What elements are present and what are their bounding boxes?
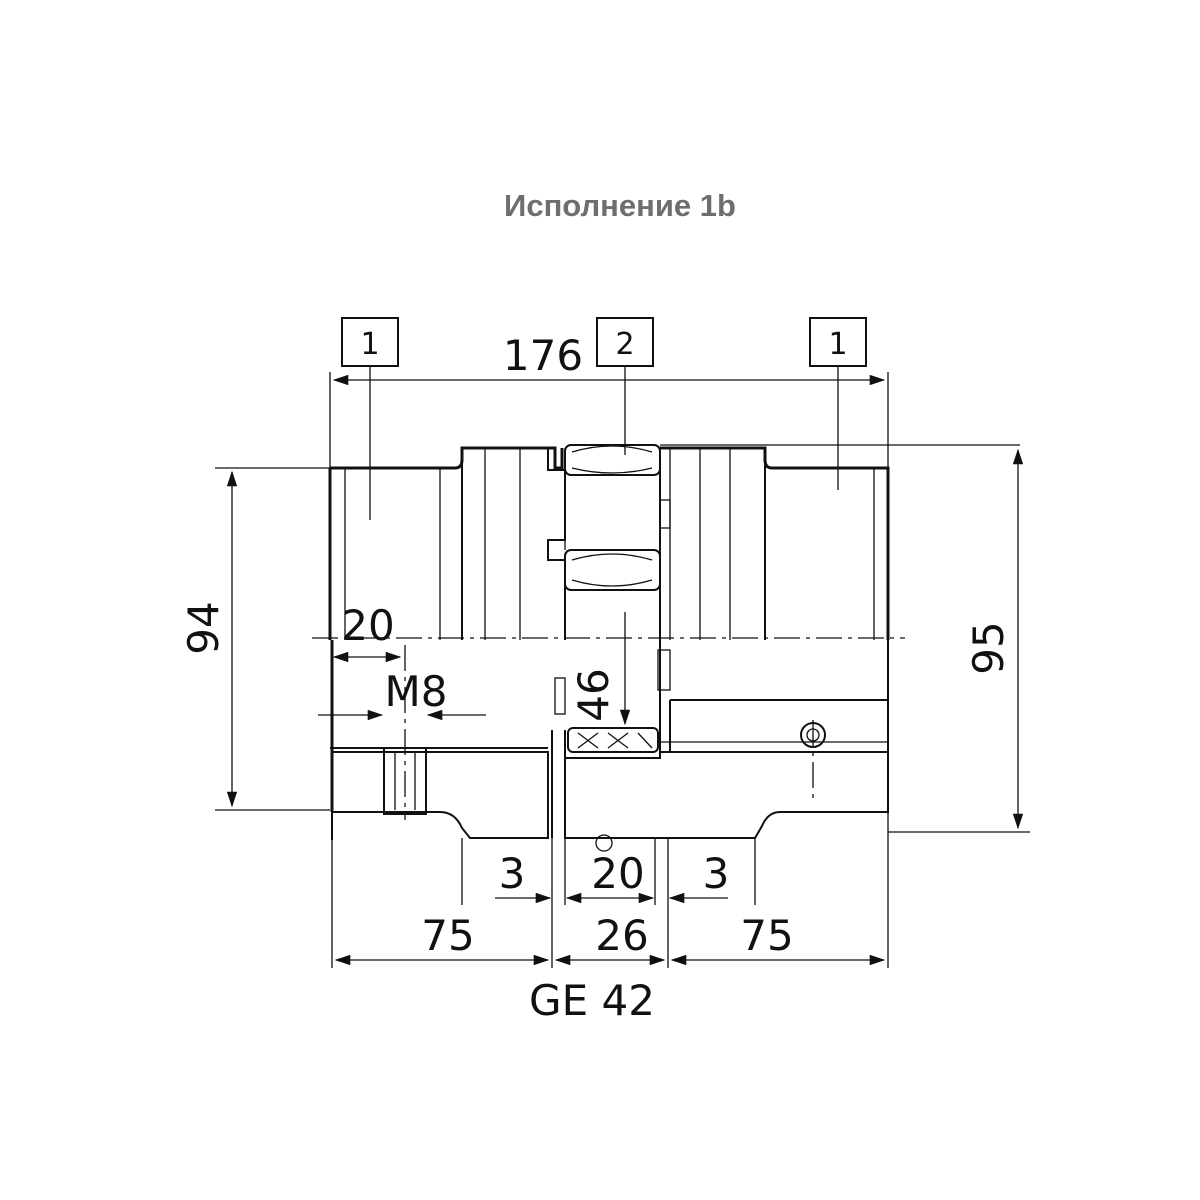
part-tag-hub-right: 1: [809, 317, 867, 490]
drawing-title: Исполнение 1b: [504, 188, 736, 223]
coupling-section-view: [330, 640, 889, 852]
size-designation: GE 42: [529, 976, 655, 1025]
part-tag-hub-right-text: 1: [828, 327, 847, 362]
dim-screw-distance-text: 20: [341, 601, 394, 650]
dim-spider-row: 3 20 3: [461, 838, 756, 968]
dim-set-screw-text: M8: [385, 667, 448, 716]
dim-right-hub-length-text: 75: [740, 911, 793, 960]
part-tag-spider-text: 2: [615, 327, 634, 362]
dim-screw-distance: 20: [332, 601, 402, 663]
dim-left-hub-diameter: 94: [179, 467, 330, 811]
dim-right-hub-diameter: 95: [888, 448, 1030, 833]
coupling-outer-view: [328, 444, 1020, 640]
dim-gap-right-text: 3: [703, 849, 730, 898]
dim-bore-diameter-text: 46: [569, 668, 618, 721]
dim-left-hub-diameter-text: 94: [179, 601, 228, 654]
dim-length-row: 75 26 75: [331, 812, 889, 968]
dim-gap-left-text: 3: [499, 849, 526, 898]
dim-center-length-text: 26: [595, 911, 648, 960]
dim-bore-diameter: 46: [569, 612, 631, 726]
dim-set-screw: M8: [318, 667, 486, 721]
dim-spider-width-text: 20: [591, 849, 644, 898]
dim-overall-length: 176: [329, 331, 889, 468]
part-tag-spider: 2: [596, 317, 654, 455]
dim-overall-length-text: 176: [503, 331, 583, 380]
part-tag-hub-left: 1: [341, 317, 399, 520]
dim-right-hub-diameter-text: 95: [964, 621, 1013, 674]
part-tag-hub-left-text: 1: [360, 327, 379, 362]
dim-left-hub-length-text: 75: [421, 911, 474, 960]
